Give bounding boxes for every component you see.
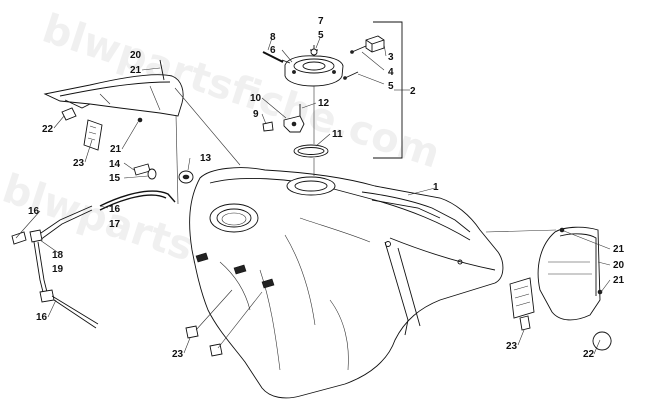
label-3: 3 (388, 52, 394, 63)
label-21-left-top: 21 (130, 65, 142, 76)
leader-lines (123, 37, 436, 196)
label-14: 14 (109, 159, 121, 170)
lower-hose[interactable] (33, 241, 99, 329)
left-reflector[interactable] (83, 119, 103, 151)
connector-part-3[interactable] (365, 35, 385, 53)
label-22-right: 22 (583, 349, 595, 360)
screw-part-4[interactable] (350, 45, 367, 54)
screw-part-5[interactable] (343, 71, 359, 80)
screw-part-6[interactable] (281, 59, 291, 64)
label-22-left: 22 (42, 124, 54, 135)
right-side-cover[interactable] (537, 226, 601, 321)
fuel-tank[interactable] (189, 167, 504, 399)
right-screw-21b[interactable] (597, 289, 603, 295)
label-11: 11 (332, 129, 343, 140)
label-13: 13 (200, 153, 212, 164)
bracket-part-12[interactable] (283, 104, 305, 133)
label-17: 17 (109, 219, 121, 230)
label-ticks (15, 67, 611, 355)
hose-end-16[interactable] (11, 231, 27, 245)
right-reflector[interactable] (509, 277, 535, 319)
bottom-leader-2 (217, 291, 263, 349)
vent-hose[interactable] (37, 190, 176, 241)
left-side-cover[interactable] (43, 74, 184, 117)
grommet-part-13[interactable] (178, 170, 194, 184)
label-16-mid: 16 (109, 204, 121, 215)
label-20-right: 20 (613, 260, 625, 271)
left-screw-20[interactable] (159, 59, 165, 81)
pump-gasket[interactable] (293, 144, 329, 158)
left-rivet-22[interactable] (61, 107, 77, 121)
left-leader-1 (175, 114, 179, 205)
label-21-left-mid: 21 (110, 144, 122, 155)
fuel-pump-cover[interactable] (284, 55, 344, 87)
label-7: 7 (318, 16, 324, 27)
label-4: 4 (388, 67, 394, 78)
label-20-left: 20 (130, 50, 142, 61)
label-12: 12 (318, 98, 330, 109)
tee-fitting[interactable] (29, 229, 43, 243)
right-leader (485, 229, 557, 233)
label-18: 18 (52, 250, 64, 261)
label-2: 2 (410, 86, 416, 97)
bottom-clip-2[interactable] (209, 343, 223, 357)
right-rivet-23[interactable] (519, 315, 531, 331)
label-1: 1 (433, 182, 439, 193)
label-21-right-top: 21 (613, 244, 625, 255)
pump-fitting[interactable] (310, 45, 318, 56)
label-6: 6 (270, 45, 276, 56)
label-16-left: 16 (28, 206, 40, 217)
label-10: 10 (250, 93, 262, 104)
label-9: 9 (253, 109, 259, 120)
bottom-leader-1 (195, 289, 233, 331)
label-19: 19 (52, 264, 64, 275)
right-screw-21a[interactable] (559, 227, 565, 233)
label-23-right: 23 (506, 341, 518, 352)
label-5-lower: 5 (388, 81, 394, 92)
clip-part-9[interactable] (262, 121, 274, 132)
label-16-bottom: 16 (36, 312, 48, 323)
rod-part-8[interactable] (262, 51, 284, 63)
label-23-left: 23 (73, 158, 85, 169)
clamp-part-15[interactable] (147, 168, 157, 180)
label-21-right-mid: 21 (613, 275, 625, 286)
right-clip-22[interactable] (592, 331, 612, 351)
label-8: 8 (270, 32, 276, 43)
left-leader-2 (174, 87, 241, 166)
label-23-bottom: 23 (172, 349, 184, 360)
left-screw-21[interactable] (137, 117, 143, 123)
label-15: 15 (109, 173, 121, 184)
bottom-clip-1[interactable] (185, 325, 199, 339)
label-5-upper: 5 (318, 30, 324, 41)
